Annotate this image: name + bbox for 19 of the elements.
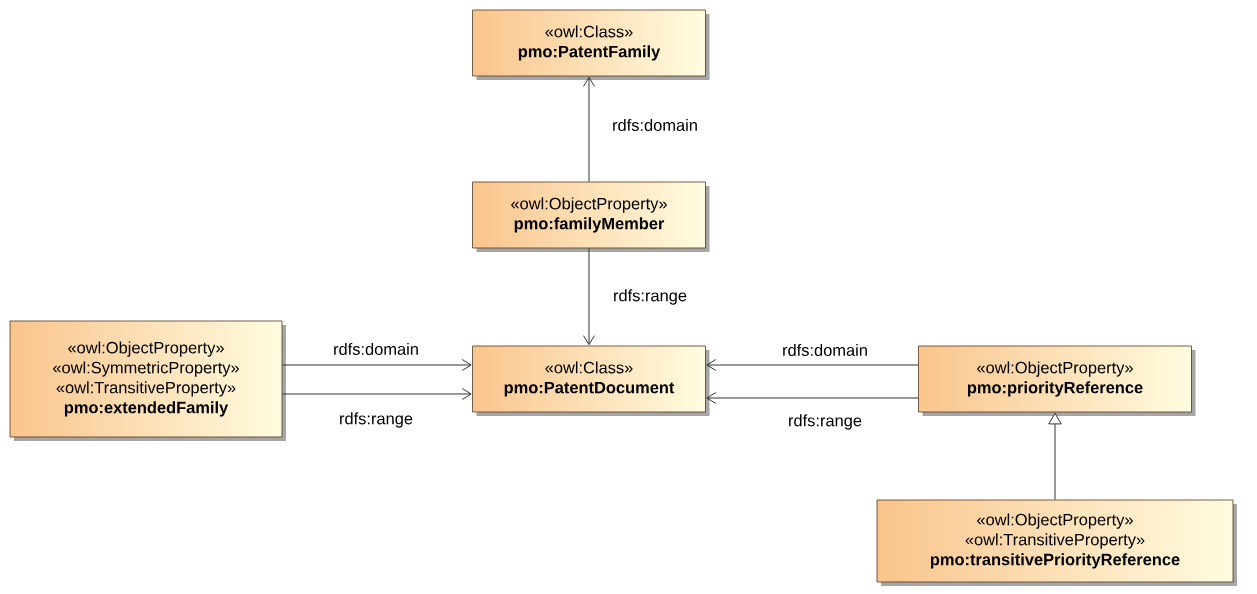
edge-label: rdfs:domain	[332, 341, 420, 357]
arrow	[583, 247, 595, 346]
edge-label: rdfs:range	[338, 411, 414, 429]
arrow	[281, 388, 472, 400]
arrow	[281, 359, 472, 371]
edge-label: rdfs:domain	[781, 342, 869, 358]
edge-label: rdfs:domain	[611, 117, 699, 133]
class-box: «owl:ObjectProperty» «owl:TransitiveProperty» pmo:transitivePriorityReference	[876, 499, 1237, 586]
class-box: «owl:ObjectProperty» pmo:familyMember	[472, 181, 710, 252]
edge-label: rdfs:range	[787, 413, 863, 431]
arrow	[706, 392, 919, 404]
class-box: «owl:Class» pmo:PatentFamily	[472, 9, 710, 80]
class-box: «owl:Class» pmo:PatentDocument	[472, 345, 710, 416]
arrow	[583, 76, 595, 183]
edge-label: rdfs:range	[612, 288, 688, 306]
class-box: «owl:ObjectProperty» pmo:priorityReference	[918, 345, 1196, 416]
class-box: «owl:ObjectProperty» «owl:SymmetricProperty» «owl:TransitiveProperty» pmo:extendedFamily	[9, 320, 286, 441]
arrow	[1048, 412, 1062, 501]
arrow	[706, 359, 919, 371]
